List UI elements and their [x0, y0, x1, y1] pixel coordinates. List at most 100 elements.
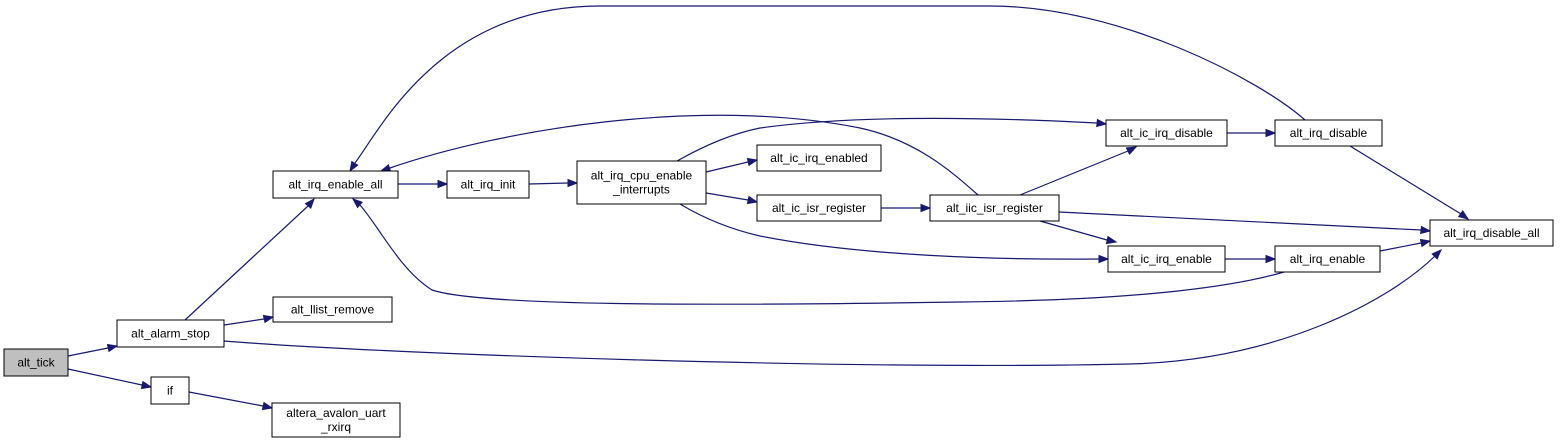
edge-alt_alarm_stop-to-alt_irq_enable_all [184, 197, 315, 321]
edge-line [1349, 145, 1462, 215]
node-label: alt_iic_isr_register [946, 201, 1043, 215]
edge-line [1058, 211, 1422, 231]
arrowhead-icon [351, 198, 363, 209]
arrowhead-icon [1420, 225, 1432, 235]
node-box[interactable] [3, 348, 69, 377]
node-label: alt_ic_isr_register [772, 201, 866, 215]
edge-line [188, 391, 264, 407]
node-box[interactable] [272, 296, 393, 323]
edge-alt_irq_enable-to-alt_irq_disable_all [1379, 238, 1432, 252]
edge-line [67, 347, 109, 357]
edge-line [705, 192, 749, 201]
edge-alt_ic_isr_register-to-alt_iic_isr_register [881, 203, 932, 213]
edge-alt_tick-to-alt_alarm_stop [67, 343, 119, 357]
edge-alt_irq_cpu_enable_interrupts-to-alt_ic_irq_enable [679, 203, 1110, 264]
edge-alt_iic_isr_register-to-alt_irq_enable_all [379, 114, 979, 196]
edge-alt_irq_cpu_enable_interrupts-to-alt_ic_irq_enabled [705, 157, 759, 173]
node-alt_llist_remove[interactable]: alt_llist_remove [272, 296, 393, 323]
node-box[interactable] [756, 194, 882, 222]
edge-line [528, 182, 569, 185]
node-box[interactable] [1105, 119, 1228, 147]
node-alt_ic_irq_enabled[interactable]: alt_ic_irq_enabled [756, 144, 882, 172]
node-label: alt_irq_enable [1290, 252, 1366, 266]
node-box[interactable] [929, 194, 1060, 222]
arrowhead-icon [1125, 146, 1138, 156]
arrowhead-icon [920, 203, 932, 213]
node-box[interactable] [1274, 119, 1383, 147]
edge-alt_irq_cpu_enable_interrupts-to-alt_ic_isr_register [705, 192, 759, 205]
edges-layer [67, 5, 1470, 411]
edge-alt_irq_enable-to-alt_irq_enable_all [351, 198, 1285, 305]
node-label: alt_ic_irq_enable [1121, 252, 1212, 266]
node-alt_iic_isr_register[interactable]: alt_iic_isr_register [929, 194, 1060, 222]
arrowhead-icon [1098, 254, 1110, 264]
arrowhead-icon [437, 179, 449, 189]
node-alt_irq_cpu_enable_interrupts[interactable]: alt_irq_cpu_enable_interrupts [576, 160, 707, 205]
arrowhead-icon [379, 163, 392, 173]
node-label: alt_alarm_stop [131, 327, 210, 341]
node-label: alt_irq_enable_all [288, 178, 382, 192]
arrowhead-icon [746, 157, 759, 167]
edge-alt_iic_isr_register-to-alt_ic_irq_disable [1019, 146, 1138, 196]
arrowhead-icon [1096, 118, 1108, 128]
arrowhead-icon [349, 160, 359, 173]
node-label: altera_avalon_uart [286, 406, 386, 420]
node-label: alt_tick [17, 356, 55, 370]
edge-alt_tick-to-if [67, 368, 153, 390]
node-label: alt_llist_remove [291, 303, 375, 317]
edge-line [705, 161, 749, 173]
edge-line [1379, 242, 1422, 252]
node-box[interactable] [271, 402, 401, 438]
node-label: _rxirq [320, 420, 351, 434]
node-label: alt_ic_irq_disable [1120, 126, 1213, 140]
node-alt_irq_init[interactable]: alt_irq_init [446, 170, 530, 199]
edge-alt_irq_enable_all-to-alt_irq_init [398, 179, 449, 189]
node-box[interactable] [1429, 219, 1554, 247]
node-box[interactable] [576, 160, 707, 205]
node-label: alt_irq_disable_all [1443, 226, 1539, 240]
node-altera_avalon_uart_rxirq[interactable]: altera_avalon_uart_rxirq [271, 402, 401, 438]
edge-line [1039, 220, 1108, 241]
node-alt_irq_enable_all[interactable]: alt_irq_enable_all [272, 170, 399, 199]
arrowhead-icon [262, 314, 275, 324]
node-alt_ic_irq_disable[interactable]: alt_ic_irq_disable [1105, 119, 1228, 147]
edge-line [223, 318, 265, 326]
node-box[interactable] [116, 319, 225, 348]
arrowhead-icon [1457, 210, 1470, 220]
node-box[interactable] [1107, 245, 1226, 273]
edge-alt_iic_isr_register-to-alt_ic_irq_enable [1039, 220, 1118, 245]
edge-alt_iic_isr_register-to-alt_irq_disable_all [1058, 211, 1432, 235]
edge-alt_ic_irq_disable-to-alt_irq_disable [1227, 128, 1277, 138]
node-alt_irq_enable[interactable]: alt_irq_enable [1274, 245, 1381, 273]
edge-line [359, 204, 1285, 305]
arrowhead-icon [106, 343, 119, 353]
edge-alt_irq_init-to-alt_irq_cpu_enable_interrupts [528, 178, 579, 188]
edge-line [184, 205, 309, 321]
arrowhead-icon [1265, 254, 1277, 264]
edge-alt_alarm_stop-to-alt_llist_remove [223, 314, 275, 326]
node-box[interactable] [150, 376, 190, 405]
edge-line [223, 255, 1436, 366]
node-label: alt_irq_cpu_enable [591, 169, 693, 183]
arrowhead-icon [261, 401, 274, 411]
arrowhead-icon [304, 197, 315, 209]
node-box[interactable] [756, 144, 882, 172]
node-box[interactable] [272, 170, 399, 199]
node-alt_ic_irq_enable[interactable]: alt_ic_irq_enable [1107, 245, 1226, 273]
edge-alt_irq_disable-to-alt_irq_disable_all [1349, 145, 1470, 220]
arrowhead-icon [1105, 235, 1118, 245]
node-alt_alarm_stop[interactable]: alt_alarm_stop [116, 319, 225, 348]
node-box[interactable] [446, 170, 530, 199]
node-alt_tick[interactable]: alt_tick [3, 348, 69, 377]
node-alt_irq_disable_all[interactable]: alt_irq_disable_all [1429, 219, 1554, 247]
node-alt_ic_isr_register[interactable]: alt_ic_isr_register [756, 194, 882, 222]
node-if[interactable]: if [150, 376, 190, 405]
node-label: if [167, 384, 174, 398]
node-label: alt_irq_init [461, 178, 516, 192]
node-alt_irq_disable[interactable]: alt_irq_disable [1274, 119, 1383, 147]
node-label: alt_ic_irq_enabled [770, 151, 867, 165]
edge-if-to-altera_avalon_uart_rxirq [188, 391, 274, 411]
node-box[interactable] [1274, 245, 1381, 273]
